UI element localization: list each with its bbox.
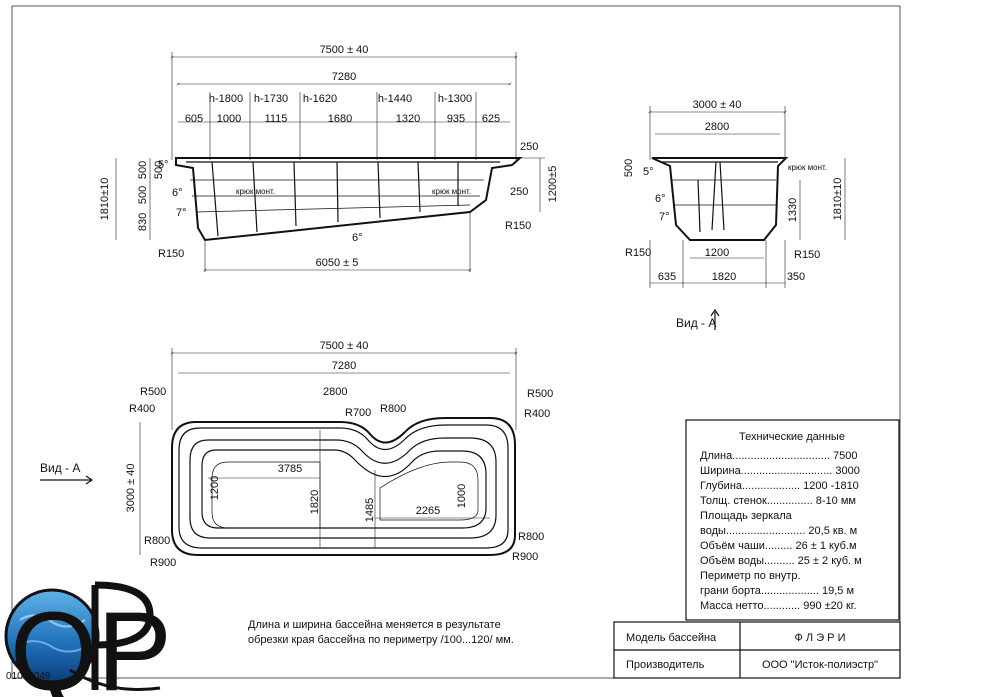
note-line-1: Длина и ширина бассейна меняется в резул… <box>248 619 501 631</box>
end-view: 3000 ± 40 2800 500 5° 6° 7° крюк монт. 1… <box>623 99 846 330</box>
depth-label-2: h-1730 <box>254 93 288 105</box>
end-angle-6: 6° <box>655 193 666 205</box>
plan-r800-right: R800 <box>518 531 544 543</box>
side-left-830: 830 <box>137 213 149 231</box>
plan-len-3785: 3785 <box>278 463 302 475</box>
side-right-top: 250 <box>520 141 538 153</box>
side-floor-angle: 6° <box>352 232 363 244</box>
plan-w-1485: 1485 <box>364 498 376 522</box>
end-r-right: R150 <box>794 249 820 261</box>
plan-view-label: Вид - А <box>40 461 80 475</box>
plan-len-2265: 2265 <box>416 505 440 517</box>
end-bottom-1200: 1200 <box>705 247 729 259</box>
depth-label-3: h-1620 <box>303 93 337 105</box>
logo-code: 01062049 <box>6 671 51 682</box>
tech-data-panel: Технические данные Длина................… <box>685 419 900 621</box>
plan-r900-right: R900 <box>512 551 538 563</box>
tech-row-6: воды.......................... 20,5 кв. … <box>700 525 857 537</box>
end-left-500: 500 <box>623 159 635 177</box>
depth-label-1: h-1800 <box>209 93 243 105</box>
tech-row-9: Периметр по внутр. <box>700 570 801 582</box>
side-view: 7500 ± 40 7280 h-1800 h-1730 h-1620 h-14… <box>99 44 559 272</box>
plan-w-1820: 1820 <box>309 490 321 514</box>
end-r-left: R150 <box>625 247 651 259</box>
end-seg-1820: 1820 <box>712 271 736 283</box>
plan-dim-2800: 2800 <box>323 386 347 398</box>
segment-1: 605 <box>185 113 203 125</box>
side-angle-7: 7° <box>176 207 187 219</box>
tech-row-2: Ширина.............................. 300… <box>700 465 860 477</box>
model-value: Ф Л Э Р И <box>795 632 846 644</box>
depth-label-4: h-1440 <box>378 93 412 105</box>
plan-w-1000: 1000 <box>456 484 468 508</box>
plan-view: 7500 ± 40 7280 R500 R400 2800 R700 R800 … <box>40 340 553 569</box>
side-r-right: R150 <box>505 220 531 232</box>
end-seg-635: 635 <box>658 271 676 283</box>
tech-row-1: Длина................................ 75… <box>700 450 858 462</box>
title-block: Модель бассейна Ф Л Э Р И Производитель … <box>613 621 901 679</box>
plan-r400-left: R400 <box>129 403 155 415</box>
plan-r400-right: R400 <box>524 408 550 420</box>
plan-r800-top: R800 <box>380 403 406 415</box>
plan-r500-right: R500 <box>527 388 553 400</box>
segment-4: 1680 <box>328 113 352 125</box>
tech-row-3: Глубина................... 1200 -1810 <box>700 480 859 492</box>
qp-logo: QP 01062049 <box>4 581 172 697</box>
side-right-depth: 1200±5 <box>547 166 559 203</box>
plan-r900-left: R900 <box>150 557 176 569</box>
side-inner-length: 7280 <box>332 71 356 83</box>
side-r-left: R150 <box>158 248 184 260</box>
side-angle-6: 6° <box>172 187 183 199</box>
note-line-2: обрезки края бассейна по периметру /100.… <box>248 634 514 646</box>
end-total: 1810±10 <box>832 178 844 221</box>
end-angle-7: 7° <box>659 211 670 223</box>
tech-row-5: Площадь зеркала <box>700 510 793 522</box>
end-hook: крюк монт. <box>788 163 827 172</box>
side-hook-left: крюк монт. <box>236 187 275 196</box>
maker-value: ООО "Исток-полиэстр" <box>762 659 878 671</box>
segment-2: 1000 <box>217 113 241 125</box>
tech-row-11: Масса нетто............ 990 ±20 кг. <box>700 600 856 612</box>
end-width: 3000 ± 40 <box>693 99 742 111</box>
segment-5: 1320 <box>396 113 420 125</box>
end-height-1330: 1330 <box>787 198 799 222</box>
side-left-500a: 500 <box>137 161 149 179</box>
plan-inner-length: 7280 <box>332 360 356 372</box>
side-left-500b: 500 <box>153 161 165 179</box>
segment-6: 935 <box>447 113 465 125</box>
side-left-500c: 500 <box>137 186 149 204</box>
plan-width: 3000 ± 40 <box>125 464 137 513</box>
side-left-total: 1810±10 <box>99 178 111 221</box>
plan-r700: R700 <box>345 407 371 419</box>
side-bottom-length: 6050 ± 5 <box>316 257 359 269</box>
segment-7: 625 <box>482 113 500 125</box>
tech-row-8: Объём воды.......... 25 ± 2 куб. м <box>700 555 862 567</box>
end-view-label: Вид - А <box>676 316 716 330</box>
tech-row-10: грани борта................... 19,5 м <box>700 585 854 597</box>
side-hook-right: крюк монт. <box>432 187 471 196</box>
maker-label: Производитель <box>626 659 705 671</box>
end-angle-5: 5° <box>643 166 654 178</box>
tech-row-7: Объём чаши......... 26 ± 1 куб.м <box>700 540 857 552</box>
plan-total-length: 7500 ± 40 <box>320 340 369 352</box>
side-total-length: 7500 ± 40 <box>320 44 369 56</box>
depth-label-5: h-1300 <box>438 93 472 105</box>
plan-r800-left: R800 <box>144 535 170 547</box>
model-label: Модель бассейна <box>626 632 717 644</box>
sheet-frame <box>11 5 901 679</box>
plan-r500-left: R500 <box>140 386 166 398</box>
segment-3: 1115 <box>265 113 288 125</box>
tech-title: Технические данные <box>739 431 845 443</box>
side-right-mid: 250 <box>510 186 528 198</box>
side-angle-5: 5° <box>158 159 169 171</box>
end-inner-width: 2800 <box>705 121 729 133</box>
end-seg-350: 350 <box>787 271 805 283</box>
plan-w-1200: 1200 <box>209 476 221 500</box>
tech-row-4: Толщ. стенок............... 8-10 мм <box>700 495 856 507</box>
